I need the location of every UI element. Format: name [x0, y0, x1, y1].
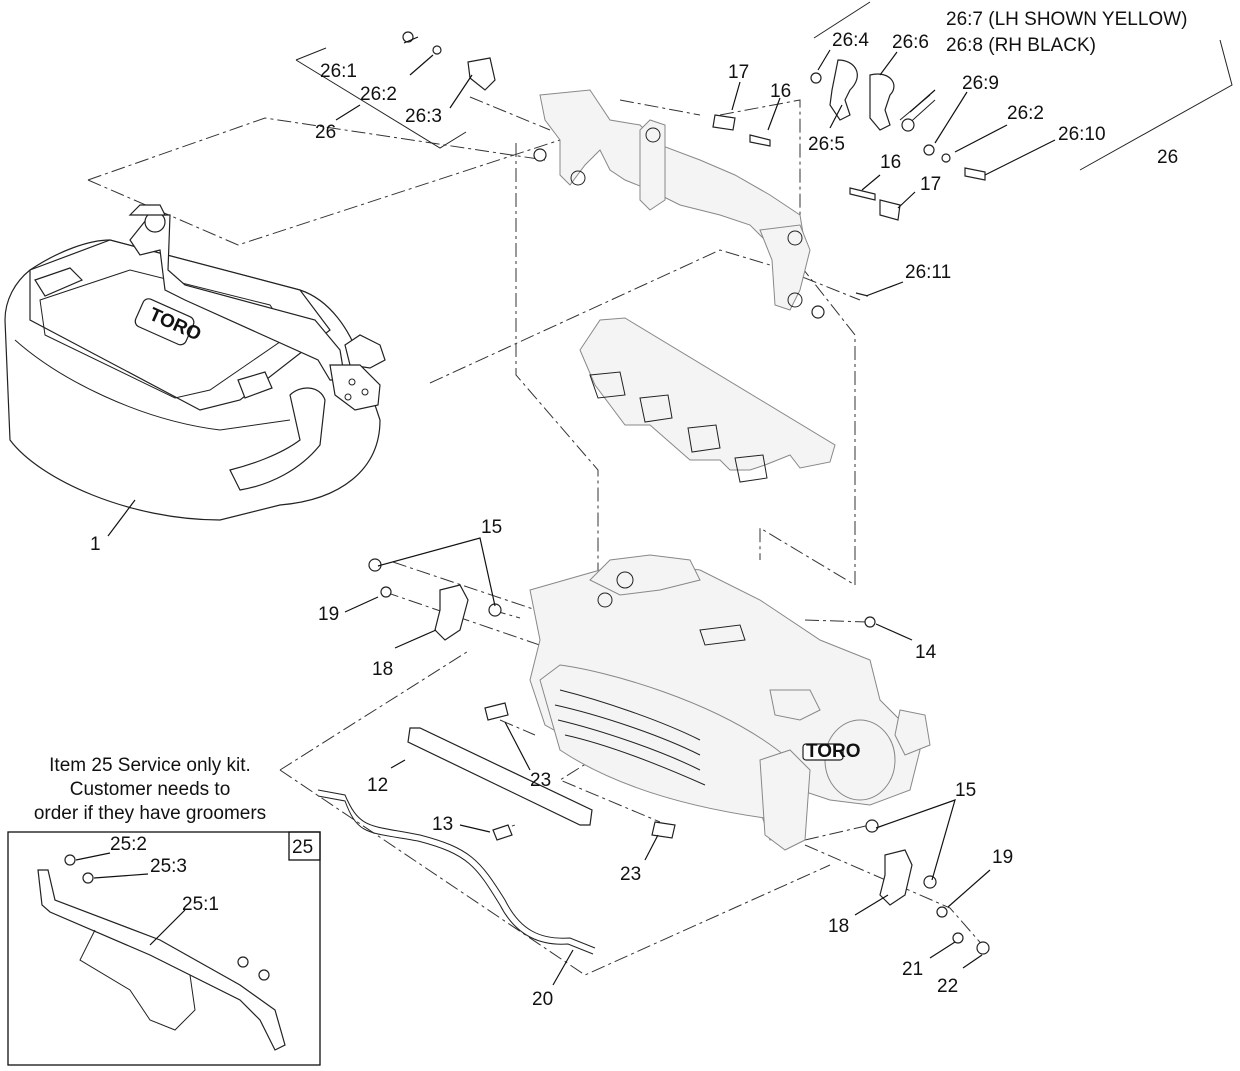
- label-26-3: 26:3: [405, 106, 442, 127]
- grass-basket: TORO: [4, 204, 386, 521]
- label-15-b: 15: [955, 780, 976, 801]
- kit-25-tag: [288, 831, 321, 861]
- label-12: 12: [367, 775, 388, 796]
- bedbar-shim: [407, 727, 593, 826]
- label-23-a: 23: [530, 770, 551, 791]
- label-17-a: 17: [728, 62, 749, 83]
- deflector-plate: [579, 317, 836, 483]
- note-line-1: Item 25 Service only kit.: [49, 755, 251, 776]
- label-19-b: 19: [992, 847, 1013, 868]
- label-25-2: 25:2: [110, 834, 147, 855]
- kit-25-box: [7, 831, 321, 1066]
- groomer-rod: [317, 789, 596, 949]
- label-22: 22: [937, 976, 958, 997]
- label-26-10: 26:10: [1058, 124, 1106, 145]
- note-line-2: Customer needs to: [70, 779, 231, 800]
- label-26-6: 26:6: [892, 32, 929, 53]
- label-25-3: 25:3: [150, 856, 187, 877]
- label-15-a: 15: [481, 517, 502, 538]
- label-26-7: 26:7 (LH SHOWN YELLOW): [946, 9, 1187, 30]
- label-26-b: 26: [1157, 147, 1178, 168]
- label-26-1: 26:1: [320, 61, 357, 82]
- lower-hardware: [368, 558, 990, 955]
- label-26-a: 26: [315, 122, 336, 143]
- toro-logo-basket: [134, 298, 195, 346]
- label-16-a: 16: [770, 81, 791, 102]
- label-26-5: 26:5: [808, 134, 845, 155]
- label-18-a: 18: [372, 659, 393, 680]
- toro-logo-housing: TORO: [806, 741, 861, 762]
- label-26-4: 26:4: [832, 30, 869, 51]
- leader-lines: [75, 36, 1056, 986]
- label-23-b: 23: [620, 864, 641, 885]
- label-18-b: 18: [828, 916, 849, 937]
- label-16-b: 16: [880, 152, 901, 173]
- note-line-3: order if they have groomers: [34, 803, 266, 824]
- service-kit-note: Item 25 Service only kit. Customer needs…: [34, 755, 266, 824]
- kit-25-parts: [37, 854, 286, 1051]
- label-14: 14: [915, 642, 937, 663]
- small-hardware-26: [402, 31, 496, 91]
- assembly-guide-lines: [87, 96, 986, 976]
- callout-labels: 1 26:1 26:2 26:3 26 17 16 26:4 26:6 26:7…: [90, 9, 1187, 1010]
- label-17-b: 17: [920, 174, 941, 195]
- label-25-1: 25:1: [182, 894, 219, 915]
- cutting-unit: TORO: [529, 554, 931, 851]
- label-26-8: 26:8 (RH BLACK): [946, 35, 1096, 56]
- upper-yoke-frame: [533, 89, 825, 319]
- label-1: 1: [90, 534, 101, 555]
- label-13: 13: [432, 814, 453, 835]
- label-26-9: 26:9: [962, 73, 999, 94]
- label-19-a: 19: [318, 604, 339, 625]
- label-25-tag: 25: [292, 837, 313, 858]
- group-26-brackets: [295, 1, 1233, 171]
- label-26-2-a: 26:2: [360, 84, 397, 105]
- group-26-parts: [712, 59, 986, 297]
- label-20: 20: [532, 989, 553, 1010]
- label-26-11: 26:11: [905, 262, 951, 283]
- label-21: 21: [902, 959, 923, 980]
- label-26-2-b: 26:2: [1007, 103, 1044, 124]
